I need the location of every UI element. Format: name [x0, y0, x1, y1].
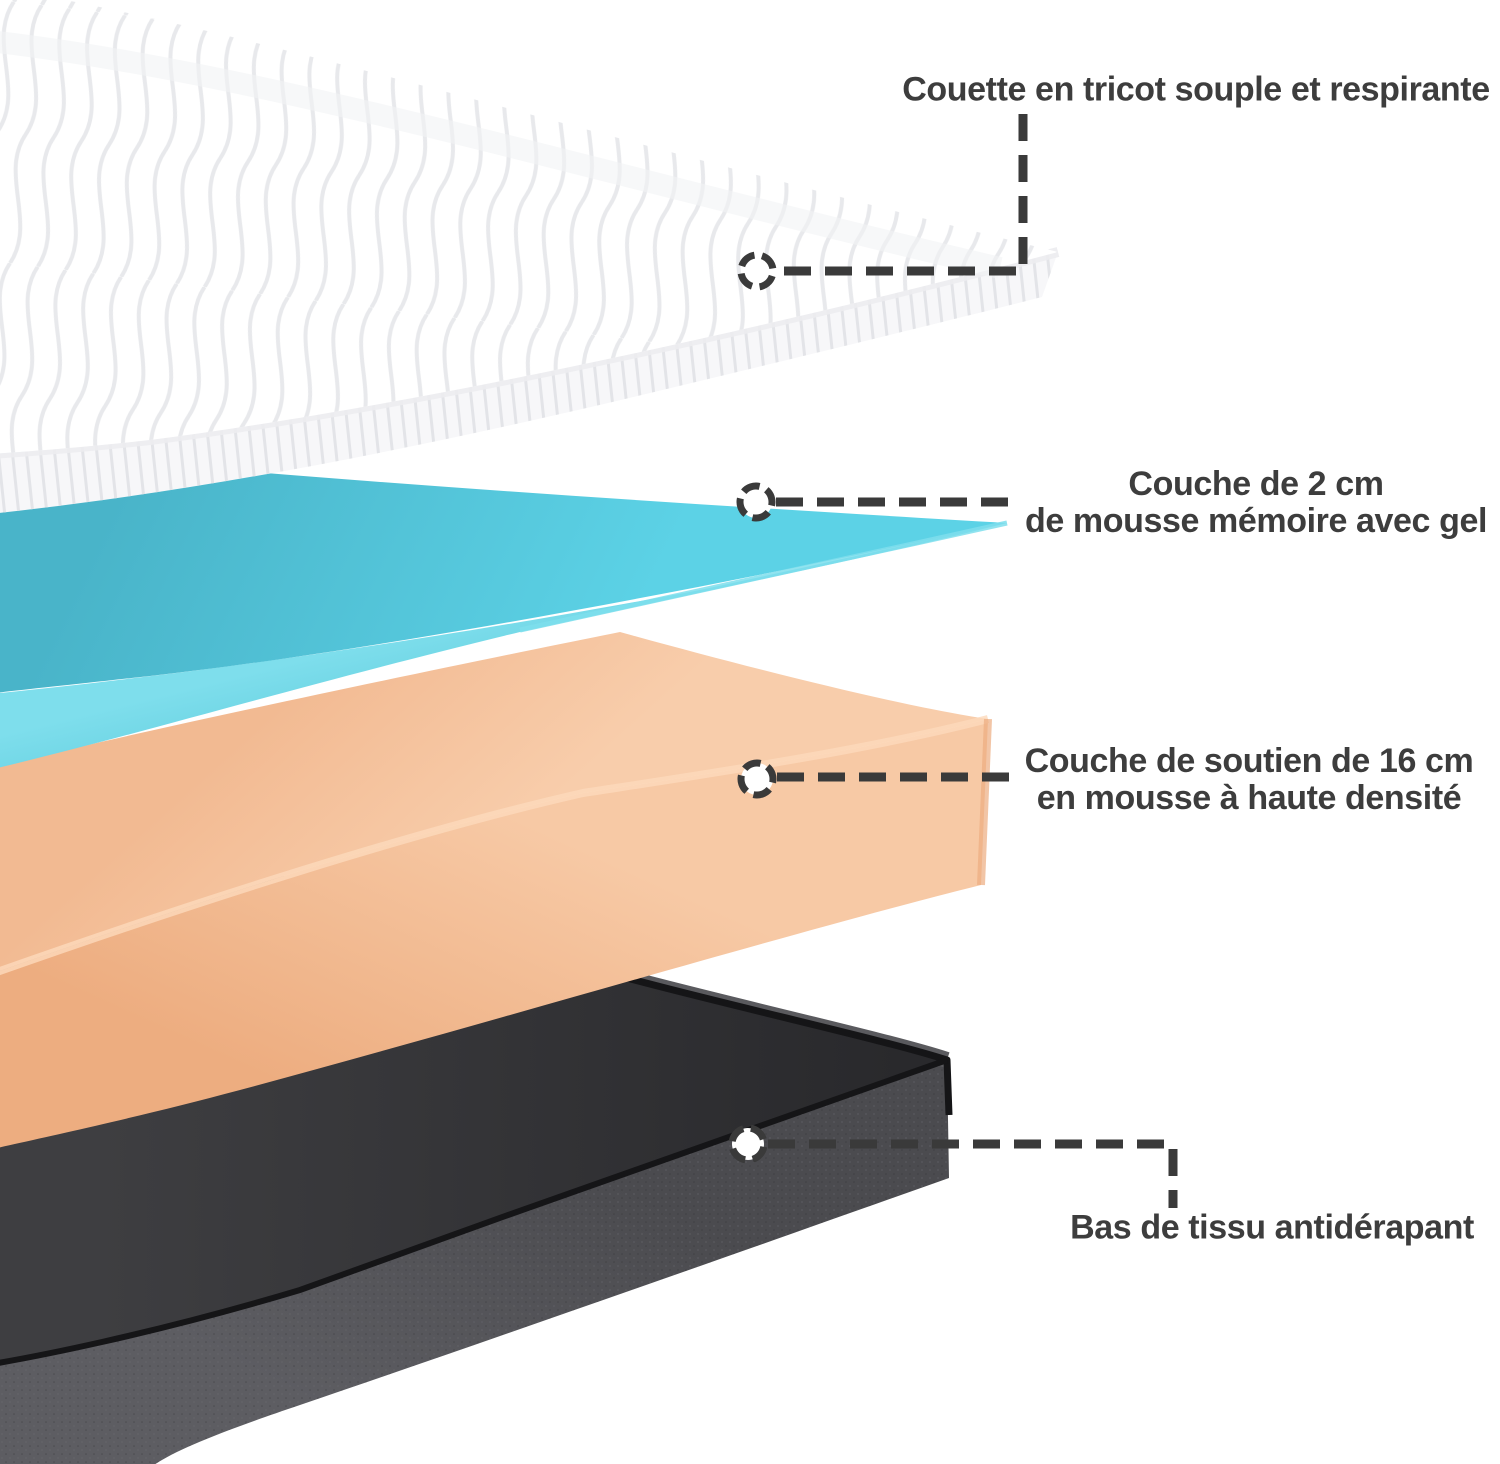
marker-support-foam-icon [737, 759, 777, 799]
support-right-edge-shade [977, 718, 992, 886]
marker-non-slip-bottom-icon [728, 1124, 768, 1164]
layer-support-foam [0, 632, 992, 1148]
label-line: de mousse mémoire avec gel [1024, 502, 1488, 540]
label-knit-cover: Couette en tricot souple et respirante [902, 70, 1490, 109]
label-non-slip-bottom: Bas de tissu antidérapant [1070, 1208, 1474, 1247]
cover-top-sheen [0, 31, 1003, 279]
label-support-foam: Couche de soutien de 16 cm en mousse à h… [1025, 743, 1474, 817]
support-crease-highlight [0, 715, 989, 976]
label-line: Couche de 2 cm [1128, 465, 1384, 503]
callout-connectors [728, 114, 1178, 1208]
support-front-face [0, 719, 988, 1148]
label-gel-memory-foam: Couche de 2 cm de mousse mémoire avec ge… [1025, 466, 1487, 540]
label-line: Bas de tissu antidérapant [1070, 1208, 1474, 1247]
marker-knit-cover-icon [737, 251, 777, 291]
connector-non-slip-bottom [768, 1139, 1178, 1208]
gel-crease-highlight [519, 520, 1008, 633]
marker-gel-foam-icon [736, 482, 776, 522]
base-piping-crease [0, 1057, 948, 1366]
cover-front-striations [0, 252, 1058, 513]
label-line: en mousse à haute densité [1036, 779, 1462, 817]
layer-knit-cover [0, 0, 1060, 513]
cover-top-quilting [0, 0, 1058, 454]
label-line: Couette en tricot souple et respirante [902, 70, 1490, 109]
connector-knit-cover [777, 114, 1028, 276]
label-line: Couche de soutien de 16 cm [1024, 742, 1474, 780]
